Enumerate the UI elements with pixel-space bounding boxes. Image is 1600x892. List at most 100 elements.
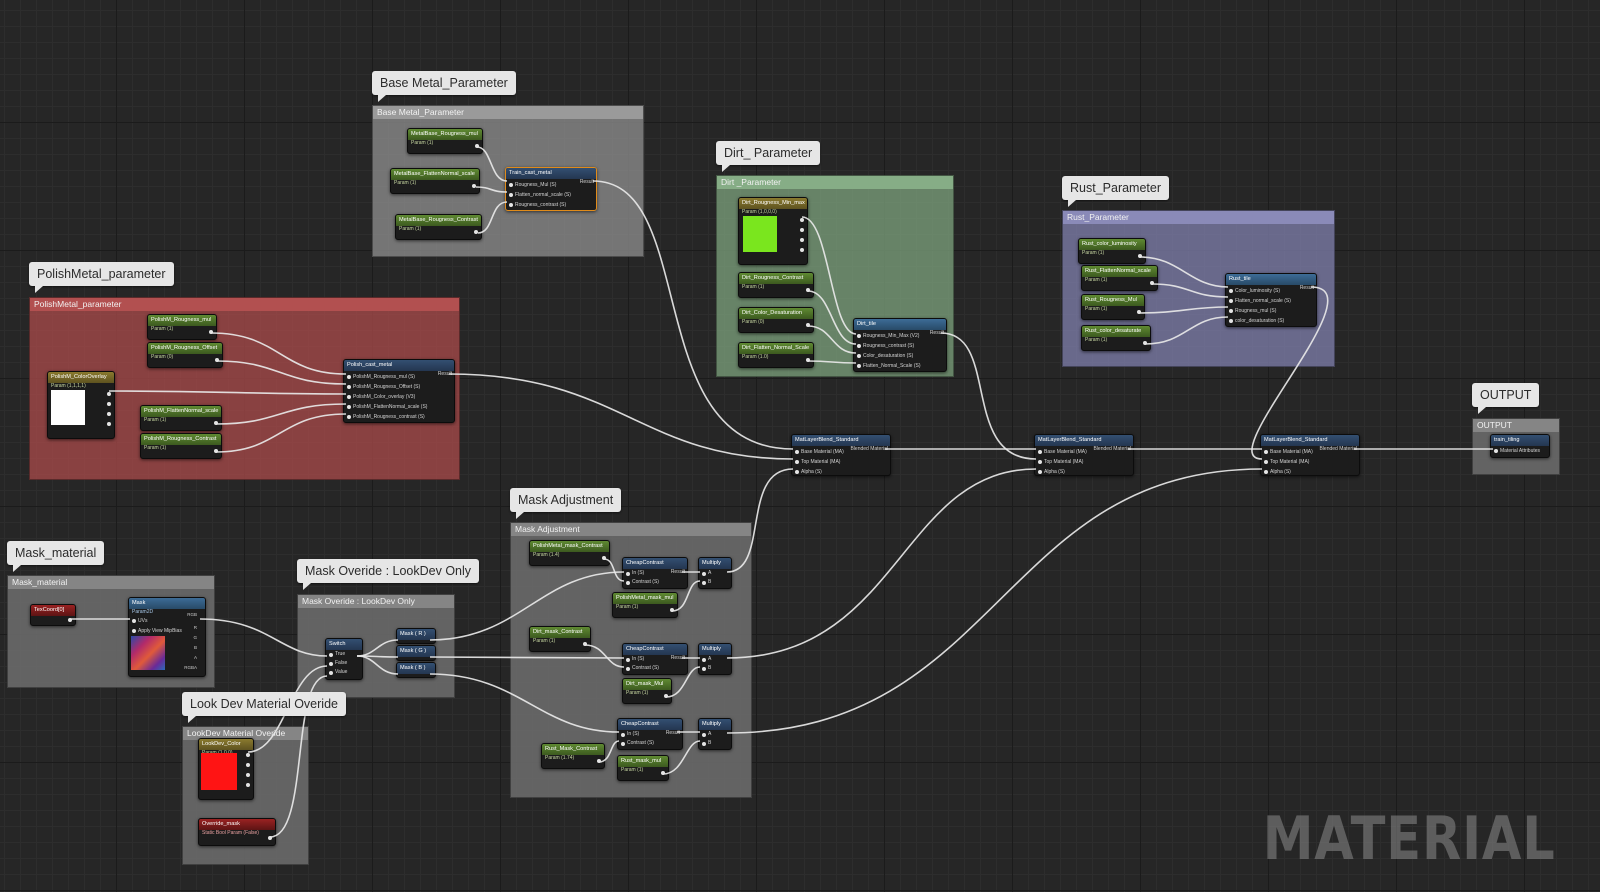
input-pin[interactable]: Contrast (S)	[623, 578, 687, 587]
param-node[interactable]: PolishM_FlattenNormal_scale Param (1)	[140, 405, 222, 431]
input-pin[interactable]: Base Material (MA)	[1035, 447, 1133, 457]
input-pin[interactable]: Rougness_Mul (S)	[506, 180, 596, 190]
input-pin[interactable]: B	[699, 739, 731, 748]
result-pin[interactable]: Result	[665, 730, 680, 736]
input-pin[interactable]: B	[699, 664, 731, 673]
input-pin[interactable]: Color_desaturation (S)	[854, 351, 946, 361]
output-pin[interactable]	[209, 330, 213, 334]
result-pin[interactable]: Result	[437, 371, 452, 377]
output-pin[interactable]	[583, 642, 587, 646]
output-pin[interactable]	[246, 753, 250, 757]
input-pin[interactable]: In (S)	[623, 655, 687, 664]
output-pin[interactable]	[215, 358, 219, 362]
output-pin[interactable]	[475, 144, 479, 148]
blend-node-1[interactable]: MatLayerBlend_Standard Blended Material …	[791, 434, 891, 476]
input-pin[interactable]: Alpha (S)	[792, 467, 890, 477]
param-node[interactable]: Dirt_mask_Mul Param (1)	[622, 678, 672, 704]
input-pin[interactable]: Top Material (MA)	[1261, 457, 1359, 467]
output-pin[interactable]	[597, 759, 601, 763]
output-pin[interactable]	[214, 449, 218, 453]
component-mask-g[interactable]: Mask ( G )	[396, 645, 436, 661]
switch-node[interactable]: Switch True False Value	[325, 638, 363, 680]
output-pin-label[interactable]: G	[193, 635, 197, 640]
input-pin[interactable]: True	[326, 650, 362, 659]
output-pin[interactable]	[472, 184, 476, 188]
output-pin[interactable]	[1137, 310, 1141, 314]
param-node[interactable]: Dirt_Flatten_Normal_Scale Param (1.0)	[738, 342, 814, 368]
output-pin-label[interactable]: R	[193, 625, 197, 630]
input-pin[interactable]: Rougness_Min_Max (V2)	[854, 331, 946, 341]
input-pin[interactable]: Apply View MipBias	[129, 626, 205, 636]
param-node[interactable]: PolishM_Rougness_Offset Param (0)	[147, 342, 223, 368]
output-pin[interactable]	[800, 228, 804, 232]
output-pin[interactable]	[806, 358, 810, 362]
output-pin[interactable]	[214, 421, 218, 425]
cheap-contrast-node-1[interactable]: CheapContrast Result In (S) Contrast (S)	[622, 557, 688, 589]
output-pin-label[interactable]: B	[193, 645, 197, 650]
output-pin[interactable]	[107, 402, 111, 406]
bubble-mask-override[interactable]: Mask Overide : LookDev Only	[297, 559, 480, 590]
param-node[interactable]: Rust_color_desaturate Param (1)	[1081, 325, 1151, 351]
output-pin[interactable]	[474, 230, 478, 234]
multiply-node-2[interactable]: Multiply A B	[698, 643, 732, 675]
output-pin-label[interactable]: RGBA	[184, 665, 197, 670]
cheap-contrast-node-2[interactable]: CheapContrast Result In (S) Contrast (S)	[622, 643, 688, 675]
cheap-contrast-node-3[interactable]: CheapContrast Result In (S) Contrast (S)	[617, 718, 683, 750]
input-pin[interactable]: In (S)	[618, 730, 682, 739]
input-pin[interactable]: Top Material (MA)	[792, 457, 890, 467]
texcoord-node[interactable]: TexCoord[0]	[30, 604, 76, 626]
function-node-rust-tile[interactable]: Rust_tile Result Color_luminosity (S) Fl…	[1225, 273, 1317, 327]
input-pin[interactable]: Value	[326, 668, 362, 677]
bubble-output[interactable]: OUTPUT	[1472, 383, 1540, 414]
input-pin[interactable]: Material Attributes	[1491, 446, 1549, 456]
input-pin[interactable]: A	[699, 730, 731, 739]
output-pin[interactable]	[107, 412, 111, 416]
input-pin[interactable]: False	[326, 659, 362, 668]
component-mask-r[interactable]: Mask ( R )	[396, 628, 436, 644]
param-node[interactable]: Rust_Rougness_Mul Param (1)	[1081, 294, 1145, 320]
result-pin[interactable]: Blended Material	[1319, 446, 1357, 452]
input-pin[interactable]: Flatten_Normal_Scale (S)	[854, 361, 946, 371]
blend-node-3[interactable]: MatLayerBlend_Standard Blended Material …	[1260, 434, 1360, 476]
output-pin[interactable]	[246, 773, 250, 777]
param-node[interactable]: PolishMetal_mask_Contrast Param (1.4)	[529, 540, 610, 566]
input-pin[interactable]: PolishM_Color_overlay (V3)	[344, 392, 454, 402]
function-node-polish-cast-metal[interactable]: Polish_cast_metal Result PolishM_Rougnes…	[343, 359, 455, 423]
vector-param-node[interactable]: Dirt_Rougness_Min_max Param (1,0,0,0)	[738, 197, 808, 265]
output-pin[interactable]	[107, 392, 111, 396]
multiply-node-3[interactable]: Multiply A B	[698, 718, 732, 750]
param-node[interactable]: Rust_Mask_Contrast Param (1.74)	[541, 743, 605, 769]
input-pin[interactable]: A	[699, 569, 731, 578]
texture-sample-node-mask[interactable]: Mask Param2D UVs Apply View MipBias RGB …	[128, 597, 206, 677]
input-pin[interactable]: PolishM_FlattenNormal_scale (S)	[344, 402, 454, 412]
bubble-lookdev[interactable]: Look Dev Material Overide	[182, 692, 346, 723]
input-pin[interactable]: A	[699, 655, 731, 664]
bubble-mask-adjustment[interactable]: Mask Adjustment	[510, 488, 622, 519]
input-pin[interactable]: Contrast (S)	[623, 664, 687, 673]
output-pin[interactable]	[670, 608, 674, 612]
input-pin[interactable]: Rougness_mul (S)	[1226, 306, 1316, 316]
param-node[interactable]: PolishMetal_mask_mul Param (1)	[612, 592, 678, 618]
param-node[interactable]: PolishM_Rougness_mul Param (1)	[147, 314, 217, 340]
input-pin[interactable]: Rougness_contrast (S)	[854, 341, 946, 351]
input-pin[interactable]: Contrast (S)	[618, 739, 682, 748]
result-pin[interactable]: Result	[579, 179, 594, 185]
input-pin[interactable]: Alpha (S)	[1261, 467, 1359, 477]
output-pin[interactable]	[246, 783, 250, 787]
param-node[interactable]: Dirt_mask_Contrast Param (1)	[529, 626, 591, 652]
component-mask-b[interactable]: Mask ( B )	[396, 662, 436, 678]
param-node[interactable]: Rust_FlattenNormal_scale Param (1)	[1081, 265, 1158, 291]
blend-node-2[interactable]: MatLayerBlend_Standard Blended Material …	[1034, 434, 1134, 476]
output-pin[interactable]	[1143, 341, 1147, 345]
input-pin[interactable]: PolishM_Rougness_Offset (S)	[344, 382, 454, 392]
param-node[interactable]: PolishM_Rougness_Contrast Param (1)	[140, 433, 222, 459]
bubble-mask-material[interactable]: Mask_material	[7, 541, 105, 572]
vector-param-node-lookdev-color[interactable]: LookDev_Color Param (1,0,0)	[198, 738, 254, 800]
input-pin[interactable]: Base Material (MA)	[1261, 447, 1359, 457]
output-pin[interactable]	[664, 694, 668, 698]
input-pin[interactable]: Color_luminosity (S)	[1226, 286, 1316, 296]
output-node[interactable]: train_tiling Material Attributes	[1490, 434, 1550, 458]
output-pin[interactable]	[800, 248, 804, 252]
result-pin[interactable]: Result	[929, 330, 944, 336]
input-pin[interactable]: PolishM_Rougness_mul (S)	[344, 372, 454, 382]
